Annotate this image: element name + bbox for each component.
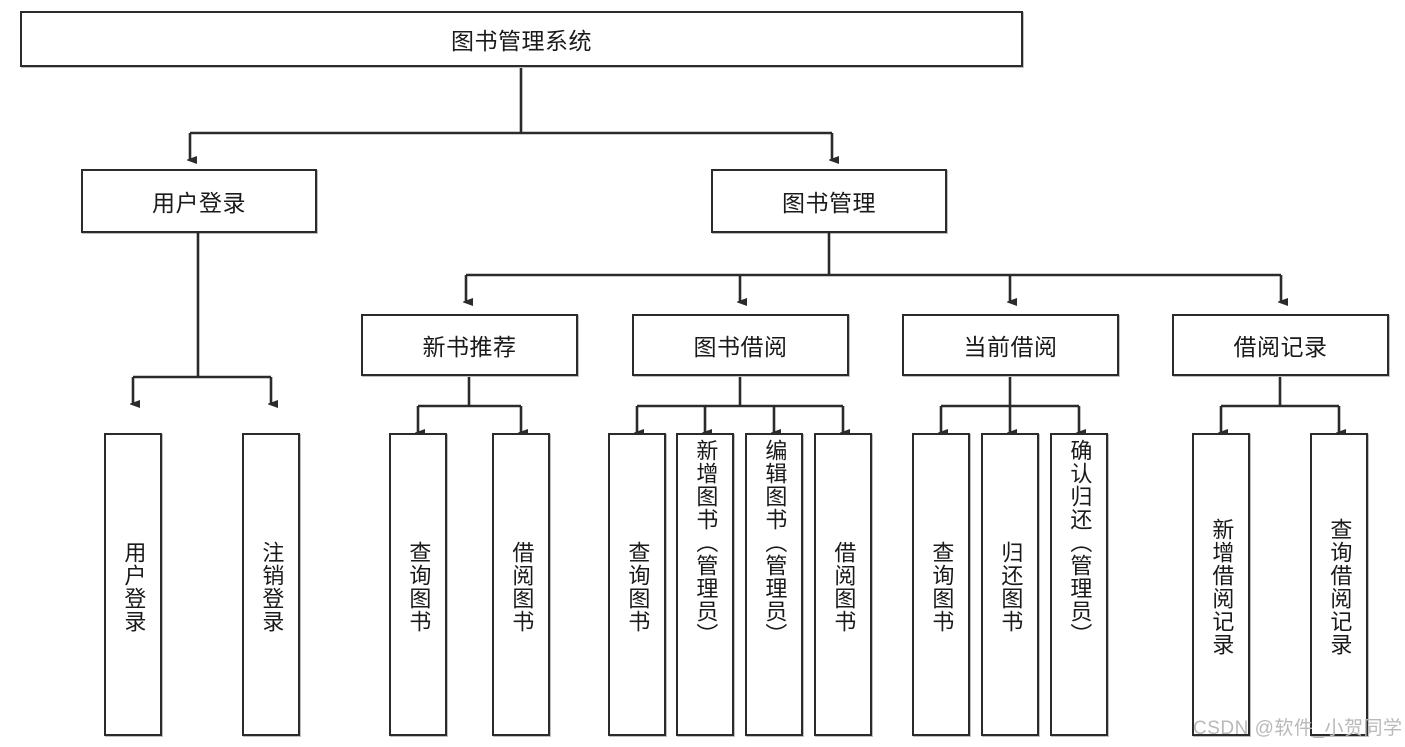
node-label: 当前借阅: [963, 334, 1058, 360]
node-label: 注销登录: [259, 540, 285, 633]
leaf-query-book-current[interactable]: 查询图书: [912, 433, 970, 736]
node-label: 图书借阅: [693, 334, 788, 360]
node-label: 用户登录: [152, 190, 246, 216]
leaf-query-book-borrow[interactable]: 查询图书: [608, 433, 666, 736]
leaf-query-borrow-record[interactable]: 查询借阅记录: [1310, 433, 1368, 736]
node-label: 查询借阅记录: [1327, 517, 1353, 656]
node-book-borrow[interactable]: 图书借阅: [632, 314, 849, 376]
leaf-borrow-book[interactable]: 借阅图书: [814, 433, 872, 736]
node-root-system[interactable]: 图书管理系统: [20, 11, 1023, 67]
node-label: 图书管理: [782, 190, 876, 216]
node-book-management[interactable]: 图书管理: [711, 169, 947, 233]
node-new-book-recommend[interactable]: 新书推荐: [361, 314, 578, 376]
node-label: 确认归还（管理员）: [1067, 439, 1093, 646]
leaf-borrow-book-recommend[interactable]: 借阅图书: [492, 433, 550, 736]
watermark-text: CSDN @软件_小贺同学: [1193, 718, 1403, 739]
node-label: 图书管理系统: [451, 28, 592, 54]
node-label: 编辑图书（管理员）: [762, 439, 788, 646]
leaf-edit-book-admin[interactable]: 编辑图书（管理员）: [745, 433, 803, 736]
node-label: 归还图书: [998, 540, 1024, 633]
leaf-user-login[interactable]: 用户登录: [104, 433, 162, 736]
node-label: 查询图书: [406, 540, 432, 633]
node-user-login[interactable]: 用户登录: [81, 169, 317, 233]
node-current-borrow[interactable]: 当前借阅: [902, 314, 1119, 376]
node-label: 查询图书: [929, 540, 955, 633]
node-label: 新增借阅记录: [1209, 517, 1235, 656]
leaf-confirm-return-admin[interactable]: 确认归还（管理员）: [1050, 433, 1108, 736]
leaf-add-borrow-record[interactable]: 新增借阅记录: [1192, 433, 1250, 736]
node-label: 借阅记录: [1233, 334, 1328, 360]
node-label: 查询图书: [625, 540, 651, 633]
node-label: 借阅图书: [831, 540, 857, 633]
leaf-add-book-admin[interactable]: 新增图书（管理员）: [676, 433, 734, 736]
node-label: 用户登录: [121, 540, 147, 633]
leaf-query-book-recommend[interactable]: 查询图书: [389, 433, 447, 736]
node-label: 借阅图书: [509, 540, 535, 633]
node-borrow-record[interactable]: 借阅记录: [1172, 314, 1389, 376]
node-label: 新增图书（管理员）: [693, 439, 719, 646]
leaf-logout[interactable]: 注销登录: [242, 433, 300, 736]
leaf-return-book[interactable]: 归还图书: [981, 433, 1039, 736]
csdn-watermark: CSDN @软件_小贺同学: [1193, 713, 1402, 740]
node-label: 新书推荐: [422, 334, 517, 360]
